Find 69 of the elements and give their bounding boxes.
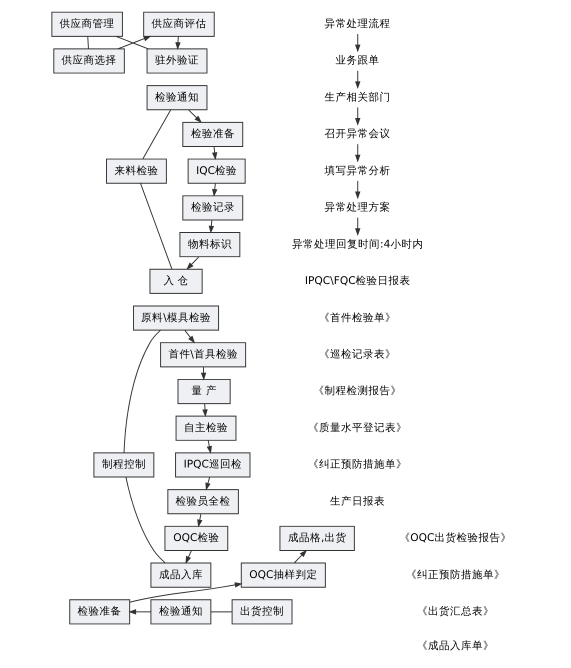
node-box: 原料\模具检验	[133, 306, 220, 331]
connector	[142, 109, 172, 160]
label: 《首件检验单》	[319, 310, 396, 324]
node-box: 供应商评估	[143, 12, 215, 37]
label: 《纠正预防措施单》	[308, 458, 408, 471]
arrow	[128, 609, 152, 615]
arrow	[212, 183, 218, 197]
arrow	[186, 256, 200, 270]
node-box: 出货控制	[232, 599, 292, 624]
label: 《OQC出货检验报告》	[399, 531, 512, 544]
label: 《成品入库单》	[416, 638, 494, 652]
arrow	[200, 366, 206, 380]
arrow	[212, 146, 218, 160]
node-box: 驻外验证	[146, 48, 208, 74]
arrow	[355, 70, 360, 90]
connector	[140, 182, 172, 270]
node-box: 检验员全检	[167, 489, 239, 514]
arrow	[175, 36, 181, 50]
node-box: 入 仓	[149, 268, 203, 294]
node-box: 检验通知	[146, 85, 208, 110]
node-box: OQC检验	[164, 526, 228, 551]
connector	[87, 36, 89, 49]
node-box: 供应商选择	[53, 48, 125, 74]
label: 《质量水平登记表》	[308, 420, 408, 434]
node-text: 填写异常分析	[324, 164, 391, 177]
arrow	[205, 476, 211, 491]
label: 《纠正预防措施单》	[406, 568, 505, 581]
node-box: 检验记录	[182, 195, 244, 220]
arrow	[184, 330, 196, 344]
node-box: 首件\首具检验	[160, 342, 246, 368]
arrow	[185, 550, 192, 564]
node-box: 检验准备	[182, 122, 244, 147]
node-text: 异常处理方案	[324, 200, 391, 214]
label: IPQC\FQC检验日报表	[304, 274, 411, 288]
node-box: 自主检验	[176, 416, 236, 441]
label: 《制程检测报告》	[314, 384, 402, 398]
node-box: 量 产	[178, 378, 231, 404]
arrow	[355, 180, 360, 200]
arrow	[355, 34, 360, 52]
node-box: OQC抽样判定	[240, 562, 326, 588]
node-text: 业务跟单	[336, 54, 380, 67]
arrow	[355, 144, 360, 163]
arrow	[208, 220, 214, 234]
arrow	[294, 550, 308, 564]
arrow	[355, 106, 360, 126]
node-text: 异常处理流程	[324, 18, 391, 30]
node-text: 召开异常会议	[324, 127, 391, 140]
node-text: 生产相关部门	[324, 90, 391, 104]
connector	[210, 611, 232, 612]
node-box: 制程控制	[93, 452, 154, 478]
node-text: 异常处理回复时间:4小时内	[292, 237, 424, 250]
node-box: 物料标识	[179, 232, 240, 258]
node-box: 检验准备	[69, 599, 130, 624]
arrow	[355, 217, 360, 236]
node-box: 来料检验	[106, 158, 167, 184]
node-box: 供应商管理	[51, 12, 123, 37]
node-box: 成品格,出货	[279, 526, 355, 551]
arrow	[188, 110, 202, 123]
node-box: 检验通知	[150, 599, 212, 624]
arrow	[206, 440, 212, 454]
label: 《出货汇总表》	[416, 604, 494, 618]
arrow	[197, 514, 202, 528]
label: 生产日报表	[330, 494, 386, 508]
node-box: IPQC巡回检	[175, 452, 250, 478]
arrow	[129, 582, 243, 603]
node-box: 成品入库	[150, 562, 212, 588]
label: 《巡检记录表》	[319, 347, 396, 360]
node-box: IQC检验	[188, 158, 246, 184]
arrow	[202, 403, 208, 418]
